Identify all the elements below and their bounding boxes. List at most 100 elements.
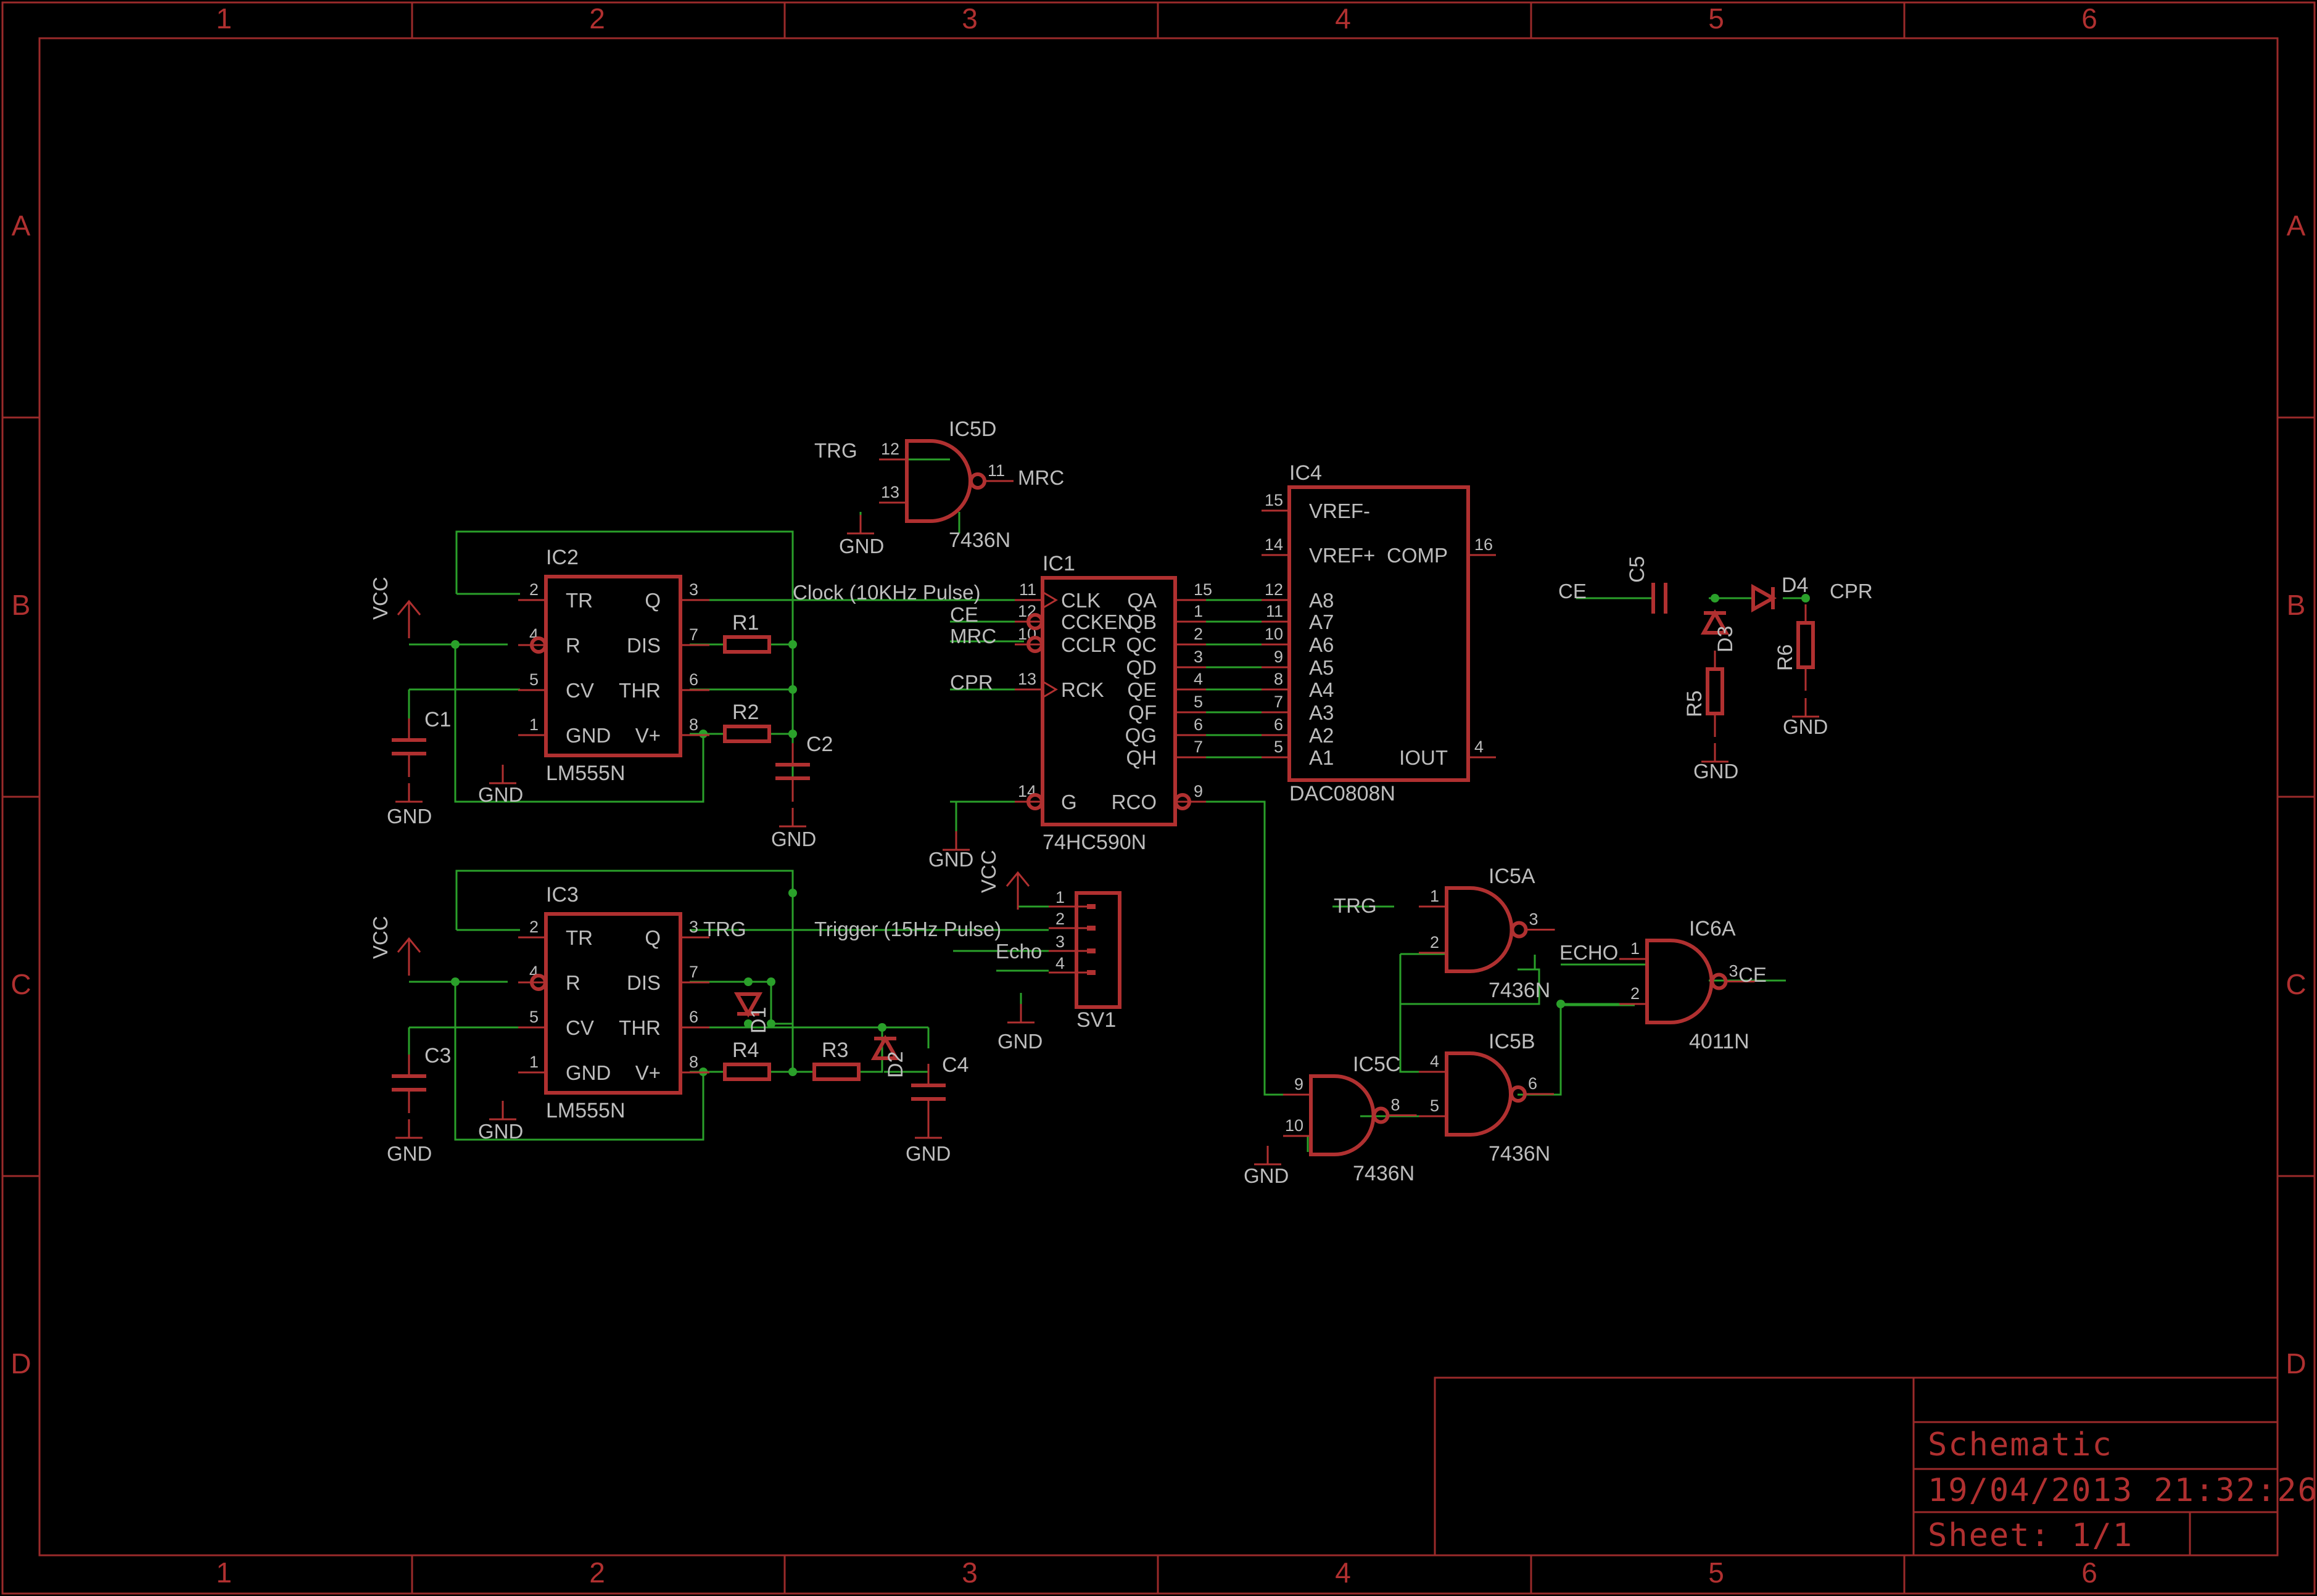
vcc-label: VCC — [369, 577, 392, 620]
pin-label: QC — [1126, 633, 1157, 656]
gnd-label: GND — [928, 848, 973, 871]
pin-number: 13 — [1018, 670, 1036, 688]
gnd-label: GND — [478, 1120, 523, 1143]
pin-number: 2 — [1430, 933, 1439, 952]
junction-dot — [788, 889, 797, 897]
pin-number: 2 — [529, 918, 539, 936]
pin-number: 16 — [1474, 535, 1493, 554]
pin-number: 6 — [689, 1008, 698, 1026]
column-label: 3 — [962, 1557, 978, 1589]
part-ref: D1 — [747, 1007, 770, 1034]
pin-label: A8 — [1309, 589, 1334, 612]
pin-label: THR — [619, 679, 661, 702]
wires — [408, 458, 1807, 1152]
pin-label: Q — [645, 926, 661, 949]
gnd-label: GND — [478, 783, 523, 806]
junction-dot — [1801, 594, 1810, 603]
pin-number: 4 — [1474, 738, 1484, 756]
diode-d4: D4 — [1751, 574, 1808, 613]
pin-number: 8 — [1391, 1096, 1400, 1114]
pin-label: QF — [1128, 701, 1157, 724]
pin-label: RCK — [1061, 678, 1104, 701]
power-labels: VCC VCC VCC GND GND GND GND GND GND GND … — [369, 535, 1828, 1187]
part-value: LM555N — [546, 762, 626, 785]
net-label-trigger: Trigger (15Hz Pulse) — [814, 918, 1001, 940]
pin-number: 2 — [1194, 625, 1203, 643]
junction-dot — [451, 640, 460, 649]
junction-dot — [1556, 1000, 1565, 1008]
gnd-symbol — [1007, 1004, 1035, 1024]
pin-number: 13 — [881, 483, 899, 501]
pin-label: CCKEN — [1061, 611, 1133, 633]
pin-label: QH — [1126, 746, 1157, 769]
part-value: 74HC590N — [1043, 831, 1146, 854]
pin-label: A2 — [1309, 724, 1334, 747]
part-ref: C5 — [1625, 556, 1649, 583]
title-block: Schematic 19/04/2013 21:32:26 Sheet: 1/1 — [1434, 1376, 2317, 1557]
part-value: 4011N — [1689, 1030, 1749, 1053]
pin-number: 7 — [689, 625, 698, 644]
pin-label: A3 — [1309, 701, 1334, 724]
column-label: 2 — [589, 2, 605, 35]
pin-number: 1 — [1430, 887, 1439, 905]
junction-dot — [767, 977, 775, 986]
row-label: D — [2286, 1347, 2306, 1380]
part-ref: D3 — [1714, 626, 1737, 652]
row-label: A — [2287, 210, 2306, 242]
pin-label: IOUT — [1399, 746, 1448, 769]
pin-label: COMP — [1387, 544, 1448, 567]
pin-number: 4 — [1430, 1052, 1439, 1071]
column-label: 3 — [962, 2, 978, 35]
pin-number: 14 — [1018, 782, 1036, 800]
pin-label: VREF- — [1309, 500, 1370, 522]
junction-dot — [1711, 594, 1719, 603]
pin-label: RCO — [1112, 791, 1157, 813]
frame-column-labels: 1 2 3 4 5 6 1 2 3 4 5 6 — [216, 2, 2097, 1589]
pin-label: R — [566, 634, 580, 657]
net-label-ce: CE — [1738, 963, 1767, 986]
row-label: B — [12, 589, 31, 621]
part-ref: IC2 — [546, 546, 579, 569]
gnd-symbol — [943, 831, 970, 851]
gnd-symbol — [395, 1119, 423, 1139]
resistor-r3: R3 — [812, 1039, 861, 1081]
column-label: 5 — [1708, 1557, 1724, 1589]
pin-number: 5 — [1274, 738, 1283, 756]
part-ref: C1 — [424, 708, 451, 731]
part-ref: IC5C — [1353, 1053, 1400, 1076]
part-ref: C3 — [424, 1044, 451, 1067]
part-ref: R5 — [1683, 691, 1706, 717]
net-label-clock: Clock (10KHz Pulse) — [793, 581, 980, 604]
pin-label: GND — [566, 1061, 611, 1084]
part-ref: IC6A — [1689, 917, 1736, 940]
pin-label: TR — [566, 589, 593, 612]
resistor-r1: R1 — [723, 611, 771, 654]
vcc-label: VCC — [977, 850, 1000, 893]
net-label-trg: TRG — [703, 918, 746, 940]
pin-label: Q — [645, 589, 661, 612]
pin-number: 1 — [529, 1053, 539, 1071]
pin-label: DIS — [627, 634, 661, 657]
pin-label: VREF+ — [1309, 544, 1375, 567]
gnd-label: GND — [906, 1142, 951, 1165]
pin-number: 3 — [1529, 910, 1538, 929]
diode-d2: D2 — [870, 1034, 907, 1078]
pin-number: 3 — [1194, 648, 1203, 666]
pin-label: QD — [1126, 656, 1157, 679]
pin-number: 9 — [1294, 1075, 1303, 1093]
part-ref: C4 — [942, 1053, 969, 1077]
part-ref: R3 — [822, 1039, 848, 1062]
pin-number: 7 — [689, 963, 698, 981]
part-ref: R2 — [732, 701, 759, 724]
frame-row-labels: A B C D A B C D — [10, 210, 2306, 1380]
pin-label: CV — [566, 679, 594, 702]
part-ref: IC1 — [1043, 552, 1075, 575]
net-label-cpr: CPR — [950, 671, 993, 694]
part-ref: D2 — [884, 1051, 907, 1078]
part-ref: IC5A — [1489, 865, 1535, 888]
